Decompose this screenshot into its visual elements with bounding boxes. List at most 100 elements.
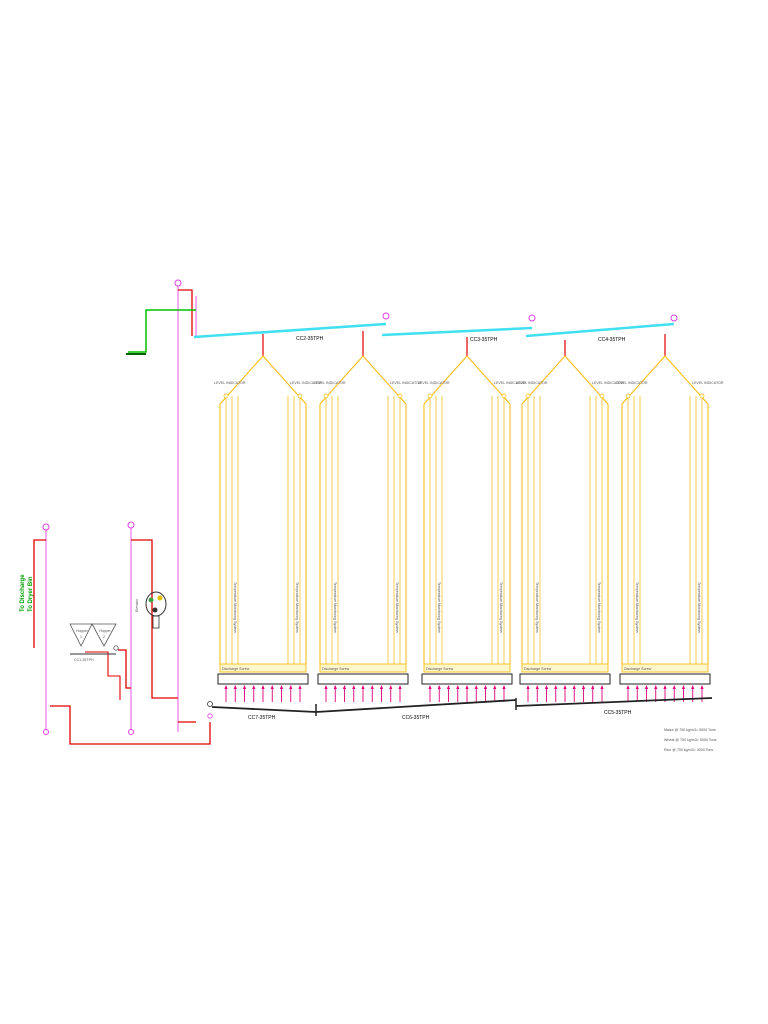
- level-indicator-right: LEVEL INDICATOR: [390, 381, 422, 385]
- hopper-1-label: Hopper: [76, 629, 89, 633]
- temperature-label-right: Temperature Monitoring System: [499, 582, 503, 633]
- bottom-conveyor-label-1: CC7-35TPH: [248, 715, 276, 721]
- discharge-arrowhead: [370, 685, 374, 689]
- discharge-arrowhead: [554, 685, 558, 689]
- hopper-conveyor-label: CC1-35TPH: [74, 658, 94, 662]
- discharge-arrowhead: [352, 685, 356, 689]
- discharge-screw-band: [319, 663, 407, 673]
- sensor-head: [501, 393, 507, 399]
- discharge-arrowhead: [626, 685, 630, 689]
- discharge-arrowhead: [681, 685, 686, 689]
- discharge-arrowhead: [437, 685, 441, 689]
- elevator-head-2: [127, 521, 135, 529]
- bottom-conveyor-system: CC7-35TPH CC6-35TPH CC5-35TPH: [211, 697, 713, 721]
- temperature-label-left: Temperature Monitoring System: [333, 582, 337, 633]
- temperature-label-right: Temperature Monitoring System: [597, 582, 601, 633]
- silo-base: [421, 673, 513, 685]
- hopper-2: [91, 623, 117, 647]
- elevator-head-1: [42, 523, 50, 531]
- discharge-arrowhead: [502, 685, 506, 689]
- silo-base: [217, 673, 309, 685]
- level-indicator-right: LEVEL INDICATOR: [290, 381, 322, 385]
- level-indicator-left: LEVEL INDICATOR: [516, 381, 548, 385]
- cleaner-body: [145, 591, 167, 617]
- silo-base: [619, 673, 711, 685]
- discharge-screw-label: Discharge Screw: [524, 667, 552, 671]
- discharge-arrowhead: [544, 685, 549, 689]
- discharge-arrowhead: [581, 685, 586, 689]
- temperature-label-right: Temperature Monitoring System: [395, 582, 399, 633]
- discharge-arrowhead: [691, 685, 695, 689]
- discharge-arrowhead: [654, 685, 658, 689]
- level-indicator-right: LEVEL INDICATOR: [494, 381, 526, 385]
- discharge-screw-band: [219, 663, 307, 673]
- top-conveyor-system: CC2-35TPH CC3-35TPH CC4-35TPH: [193, 312, 678, 343]
- text-to-discharge: To Discharge: [20, 574, 26, 612]
- discharge-arrowhead: [324, 685, 328, 689]
- bottom-conveyor-1: [211, 706, 317, 713]
- discharge-arrowhead: [600, 685, 604, 689]
- discharge-arrowhead: [333, 685, 337, 689]
- discharge-screw-label: Discharge Screw: [426, 667, 454, 671]
- discharge-arrowhead: [428, 685, 432, 689]
- bottom-conveyor-3: [515, 697, 713, 707]
- text-to-dryer-bin: To Dryer Bin: [28, 576, 34, 612]
- discharge-arrowhead: [635, 685, 639, 689]
- elevator-boot-1: [43, 729, 49, 735]
- sensor-head: [599, 393, 605, 399]
- top-conveyor-head-2: [528, 314, 536, 322]
- discharge-screw-label: Discharge Screw: [624, 667, 652, 671]
- junction-2: [207, 713, 213, 719]
- discharge-arrowhead: [474, 685, 478, 689]
- top-conveyor-3: [525, 322, 675, 338]
- discharge-arrowhead: [252, 685, 256, 689]
- level-indicator-left: LEVEL INDICATOR: [214, 381, 246, 385]
- discharge-arrowhead: [535, 685, 539, 689]
- discharge-arrowhead: [465, 685, 469, 689]
- top-conveyor-head-1: [382, 312, 390, 320]
- bottom-conveyor-label-3: CC5-35TPH: [604, 710, 632, 716]
- silo-base: [317, 673, 409, 685]
- red-pipe-4: [50, 705, 211, 745]
- top-conveyor-1: [193, 322, 387, 339]
- discharge-arrowhead: [261, 685, 265, 689]
- capacity-note-maize: Maize @ 750 kg/m3= 5000 Tons: [664, 728, 716, 732]
- cleaner-dot-1: [148, 597, 154, 603]
- discharge-screw-band: [423, 663, 511, 673]
- sensor-head: [525, 393, 531, 399]
- discharge-arrowhead: [389, 685, 393, 689]
- discharge-arrowhead: [663, 685, 667, 689]
- red-pipe-3: [178, 289, 193, 336]
- level-indicator-left: LEVEL INDICATOR: [616, 381, 648, 385]
- discharge-arrowhead: [342, 685, 347, 689]
- discharge-arrowhead: [233, 685, 237, 689]
- discharge-arrowhead: [572, 685, 576, 689]
- red-pipe-2: [131, 539, 178, 699]
- discharge-arrowhead: [446, 685, 451, 689]
- temperature-label-right: Temperature Monitoring System: [697, 582, 701, 633]
- silo-roof: [621, 355, 709, 405]
- silo-base: [519, 673, 611, 685]
- discharge-arrowhead: [591, 685, 595, 689]
- cleaner-dot-2: [157, 595, 163, 601]
- hopper-2-label: Hopper: [99, 629, 112, 633]
- silo-roof: [219, 355, 307, 405]
- silo-roof: [319, 355, 407, 405]
- discharge-screw-label: Discharge Screw: [322, 667, 350, 671]
- discharge-arrowhead: [398, 685, 402, 689]
- top-conveyor-head-3: [670, 314, 678, 322]
- discharge-arrowhead: [242, 685, 247, 689]
- bottom-conveyor-2: [315, 699, 517, 713]
- discharge-arrowhead: [298, 685, 302, 689]
- discharge-arrowhead: [379, 685, 384, 689]
- sensor-head: [223, 393, 229, 399]
- silo-roof: [521, 355, 609, 405]
- cleaner-machine: Elevator: [135, 591, 167, 629]
- capacity-note-rice: Rice @ 750 kg/m3= 4000 Tons: [664, 748, 713, 752]
- level-indicator-right: LEVEL INDICATOR: [692, 381, 724, 385]
- temperature-label-left: Temperature Monitoring System: [437, 582, 441, 633]
